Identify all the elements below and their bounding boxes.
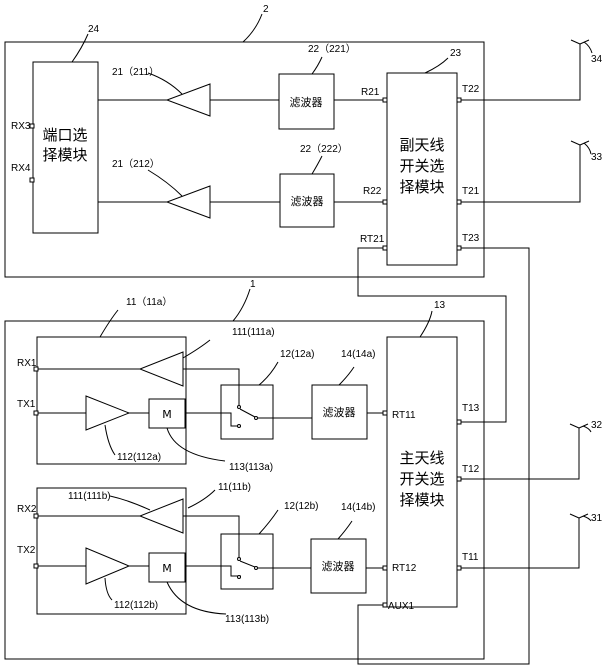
ref-12a: 12(12a) [280,349,314,360]
link-t23-aux1 [357,247,530,665]
front-end-11a-frame [36,336,187,465]
pa-112a [85,395,131,431]
antenna-33-icon [570,140,590,146]
t11-label: T11 [462,552,479,563]
lna-212 [165,185,211,219]
ref-32: 32 [591,420,603,431]
rt21-label: RT21 [360,234,385,245]
t11-pin [456,565,462,571]
tx2-pin [33,563,39,569]
ref-14a: 14(14a) [341,349,375,360]
filter-14a [311,384,368,440]
ref-22-222: 22（222） [300,143,348,155]
rx3-pin [29,123,35,129]
ref-24: 24 [88,24,100,35]
t12-label: T12 [462,464,480,475]
main-switch-label-1: 主天线 [399,449,444,467]
rt21-pin [382,245,388,251]
filter-221-label: 滤波器 [290,96,323,109]
ref-112b: 112(112b) [114,600,158,611]
filter-14a-label: 滤波器 [323,406,356,419]
t13-pin [456,419,462,425]
aux-switch-label-2: 开关选 [399,157,444,175]
ref-23: 23 [450,48,462,59]
ref-22-221: 22（221） [308,43,356,55]
module-1-frame [4,320,485,660]
module-2-frame [4,41,485,278]
ref-12b: 12(12b) [284,501,318,512]
rx2-label: RX2 [17,504,37,515]
ref-113a: 113(113a) [229,462,273,473]
filter-222 [279,173,335,228]
rx3-label: RX3 [11,121,31,132]
tx1-label: TX1 [17,399,36,410]
pa-112b [85,547,131,585]
tx1-pin [33,410,39,416]
r21-pin [382,97,388,103]
ref-2: 2 [263,4,269,15]
aux-switch-label-1: 副天线 [399,136,444,154]
r22-pin [382,199,388,205]
ref-111a: 111(111a) [232,327,275,338]
t23-label: T23 [462,233,480,244]
main-switch-label-3: 择模块 [399,491,444,509]
rt11-pin [382,410,388,416]
t23-pin [456,245,462,251]
t21-pin [456,199,462,205]
t13-label: T13 [462,403,480,414]
link-rt21-t13 [357,247,507,423]
ref-33: 33 [591,152,603,163]
ref-21-211: 21（211） [112,66,159,78]
ref-14b: 14(14b) [341,502,375,513]
rt11-label: RT11 [392,410,416,421]
filter-14b [310,538,367,594]
aux-switch-label-3: 择模块 [399,178,444,196]
main-antenna-switch-module [386,336,458,608]
ref-11a: 11（11a） [126,296,172,308]
port-select-module [32,61,99,234]
rt12-pin [382,565,388,571]
rx4-label: RX4 [11,163,31,174]
mixer-113a-label: M [162,408,172,421]
ref-11b: 11(11b) [218,482,251,493]
main-switch-label-2: 开关选 [399,470,444,488]
mixer-113b [148,552,186,583]
ref-112a: 112(112a) [117,452,161,463]
ref-1: 1 [250,279,256,290]
lna-211 [165,83,211,117]
switch-12b [220,533,274,590]
aux-antenna-switch-module [386,72,458,266]
ref-113b: 113(113b) [225,614,269,625]
rt12-label: RT12 [392,563,417,574]
ref-34: 34 [591,54,603,65]
switch-12a [220,384,274,440]
t12-pin [456,476,462,482]
lna-111a [138,351,184,387]
aux1-pin [382,602,388,608]
filter-221 [278,73,335,130]
ref-13: 13 [434,300,446,311]
mixer-113b-label: M [162,562,172,575]
port-select-label-2: 择模块 [42,146,87,164]
r21-label: R21 [361,87,380,98]
t22-pin [456,97,462,103]
aux1-label: AUX1 [388,601,415,612]
t21-label: T21 [462,186,480,197]
port-select-label-1: 端口选 [42,126,87,144]
r22-label: R22 [363,186,382,197]
rx4-pin [29,177,35,183]
ref-111b: 111(111b) [68,491,111,502]
ref-31: 31 [591,513,603,524]
front-end-11b-frame [36,487,187,615]
ref-21-212: 21（212） [112,158,160,170]
filter-14b-label: 滤波器 [322,560,355,573]
mixer-113a [148,398,186,429]
filter-222-label: 滤波器 [291,195,324,208]
rx1-label: RX1 [17,358,37,369]
tx2-label: TX2 [17,545,36,556]
t22-label: T22 [462,84,480,95]
lna-111b [138,498,184,534]
